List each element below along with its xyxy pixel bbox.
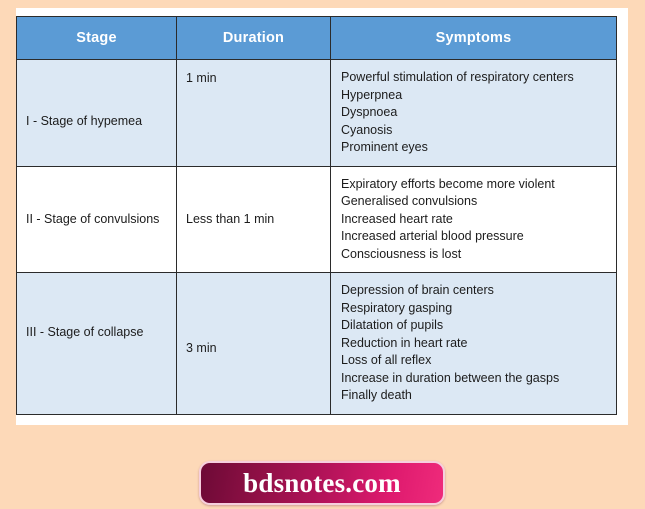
table-row: III - Stage of collapse 3 min Depression… bbox=[16, 272, 617, 415]
symptom-item: Depression of brain centers bbox=[341, 283, 494, 297]
table-row: II - Stage of convulsions Less than 1 mi… bbox=[16, 165, 617, 273]
table-row: I - Stage of hypemea 1 min Powerful stim… bbox=[16, 59, 617, 167]
symptom-item: Increase in duration between the gasps bbox=[341, 370, 560, 385]
symptom-item: Increased arterial blood pressure bbox=[341, 229, 524, 243]
symptom-item: Consciousness is lost bbox=[341, 246, 462, 261]
column-header-symptoms: Symptoms bbox=[330, 16, 617, 60]
symptom-item: Respiratory gasping bbox=[341, 300, 453, 315]
bdsnotes-badge[interactable]: bdsnotes.com bbox=[199, 461, 445, 505]
cell-duration: Less than 1 min bbox=[176, 165, 331, 273]
bdsnotes-badge-label: bdsnotes.com bbox=[243, 467, 401, 498]
table-body: I - Stage of hypemea 1 min Powerful stim… bbox=[16, 59, 617, 415]
symptom-item: Generalised convulsions bbox=[341, 194, 478, 208]
symptom-item: Loss of all reflex bbox=[341, 353, 432, 367]
symptom-item: Finally death bbox=[341, 388, 412, 402]
table-header-row: Stage Duration Symptoms bbox=[16, 16, 617, 60]
cell-symptoms: Depression of brain centers Respiratory … bbox=[330, 272, 617, 415]
cell-symptoms: Powerful stimulation of respiratory cent… bbox=[330, 59, 617, 167]
symptom-item: Increased heart rate bbox=[341, 211, 453, 226]
symptom-list: Depression of brain centers Respiratory … bbox=[341, 282, 612, 405]
cell-symptoms: Expiratory efforts become more violent G… bbox=[330, 165, 617, 273]
symptom-item: Dyspnoea bbox=[341, 105, 398, 119]
cell-stage: I - Stage of hypemea bbox=[16, 59, 177, 167]
symptom-item: Hyperpnea bbox=[341, 87, 403, 102]
symptom-list: Expiratory efforts become more violent G… bbox=[341, 176, 612, 264]
cell-stage: II - Stage of convulsions bbox=[16, 165, 177, 273]
symptom-item: Powerful stimulation of respiratory cent… bbox=[341, 70, 574, 84]
symptom-item: Prominent eyes bbox=[341, 140, 428, 154]
column-header-duration: Duration bbox=[176, 16, 331, 60]
cell-stage: III - Stage of collapse bbox=[16, 272, 177, 415]
symptom-list: Powerful stimulation of respiratory cent… bbox=[341, 69, 612, 157]
stages-table: Stage Duration Symptoms I - Stage of hyp… bbox=[16, 16, 617, 415]
symptom-item: Reduction in heart rate bbox=[341, 335, 468, 350]
symptom-item: Cyanosis bbox=[341, 122, 393, 137]
cell-duration: 3 min bbox=[176, 272, 331, 415]
column-header-stage: Stage bbox=[16, 16, 177, 60]
cell-duration: 1 min bbox=[176, 59, 331, 167]
symptom-item: Dilatation of pupils bbox=[341, 318, 444, 332]
table-header: Stage Duration Symptoms bbox=[16, 16, 617, 60]
symptom-item: Expiratory efforts become more violent bbox=[341, 176, 555, 191]
